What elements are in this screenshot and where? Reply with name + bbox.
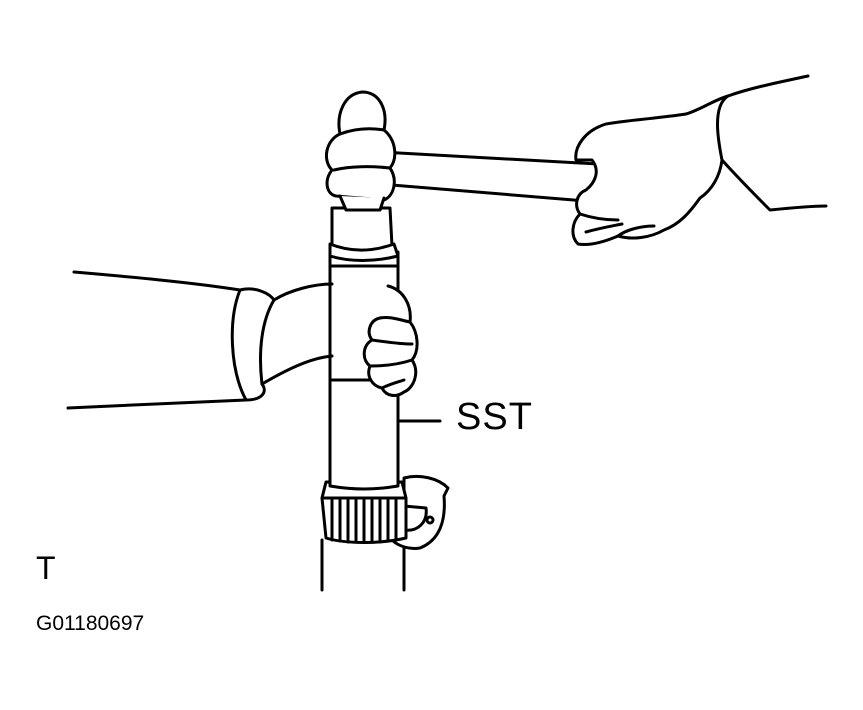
strut-body bbox=[322, 540, 404, 590]
figure-code: G01180697 bbox=[36, 612, 145, 635]
hammer-head bbox=[326, 92, 394, 210]
corner-mark: T bbox=[36, 550, 56, 586]
lock-nut bbox=[322, 482, 406, 543]
right-hand bbox=[573, 76, 826, 245]
sst-label: SST bbox=[456, 396, 533, 438]
left-hand bbox=[68, 272, 417, 408]
tube-collar bbox=[330, 208, 398, 261]
hammer-handle bbox=[380, 152, 606, 202]
